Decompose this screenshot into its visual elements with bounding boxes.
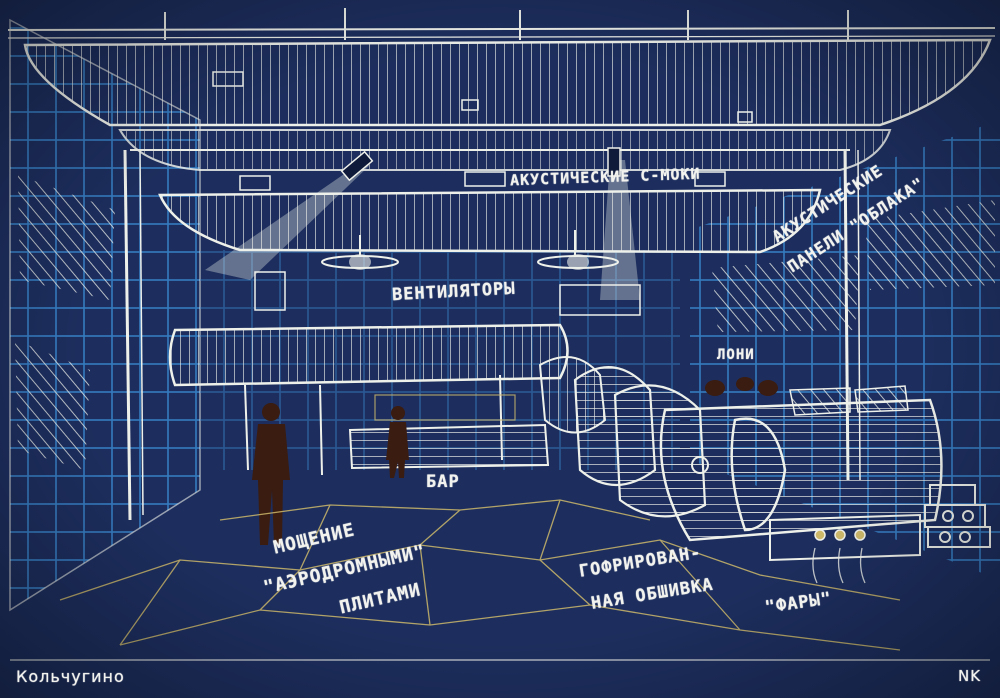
label-bar: БАР: [426, 472, 460, 492]
artist-initials: NK: [958, 667, 982, 685]
author-signature: Кольчугино: [16, 667, 125, 686]
label-lounges: ЛОНИ: [717, 347, 755, 363]
